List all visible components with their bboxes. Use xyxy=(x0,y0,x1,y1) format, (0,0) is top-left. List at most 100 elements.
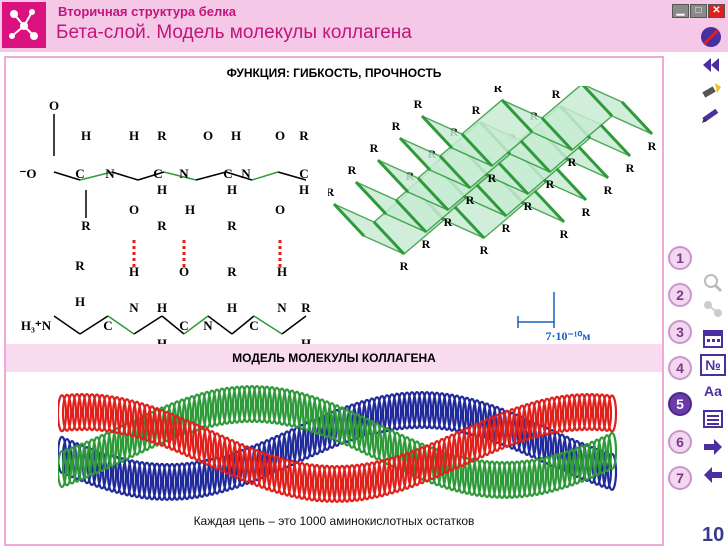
coil-loop xyxy=(606,394,618,433)
atom-label: O xyxy=(275,128,285,143)
atom-label: O xyxy=(203,128,213,143)
coil-loop xyxy=(236,385,248,424)
coil-loop xyxy=(241,445,253,484)
coil-loop xyxy=(586,392,598,432)
hydrogen-bond-dot xyxy=(132,246,136,249)
coil-loop xyxy=(356,463,368,502)
coil-loop xyxy=(536,424,548,463)
coil-loop xyxy=(276,387,288,426)
coil-loop xyxy=(186,395,198,434)
arrow-left-icon[interactable] xyxy=(700,464,726,486)
r-group-label: R xyxy=(370,141,379,155)
nav-button-2[interactable]: 2 xyxy=(668,283,692,307)
arrow-right-icon[interactable] xyxy=(700,436,726,458)
coil-loop xyxy=(91,436,103,475)
coil-loop xyxy=(166,412,178,451)
coil-loop xyxy=(81,440,93,479)
chem-bond xyxy=(195,171,227,181)
nav-button-6[interactable]: 6 xyxy=(668,430,692,454)
r-group-label: R xyxy=(422,237,431,251)
coil-loop xyxy=(471,422,483,461)
coil-loop xyxy=(186,461,198,500)
spacing-label: 7·10⁻¹⁰м xyxy=(546,329,591,343)
beta-sheet-diagram: RRRRRRRRRRRRRRRRRRRRRRRRRRRRRR7·10⁻¹⁰м xyxy=(328,86,657,343)
hydrogen-bond-dot xyxy=(182,258,186,261)
coil-loop xyxy=(341,408,353,447)
hydrogen-bond-dot xyxy=(132,240,136,243)
app-title: Вторичная структура белка xyxy=(58,4,237,19)
coil-loop xyxy=(231,385,243,424)
number-icon[interactable]: № xyxy=(700,354,726,376)
close-button[interactable]: ✕ xyxy=(708,4,725,18)
h3n-label: H₃⁺N xyxy=(21,318,52,333)
strand-segment xyxy=(540,116,574,152)
coil-loop xyxy=(311,463,323,503)
chem-bond xyxy=(183,315,209,335)
coil-loop xyxy=(436,437,448,477)
nav-button-1[interactable]: 1 xyxy=(668,246,692,270)
pencil-icon[interactable] xyxy=(696,104,726,126)
coil-loop xyxy=(206,389,218,428)
coil-loop xyxy=(171,414,183,453)
coil-loop xyxy=(66,393,78,432)
coil-loop xyxy=(231,440,243,480)
coil-loop xyxy=(446,393,458,432)
hydrogen-bond-dot xyxy=(278,252,282,255)
no-entry-icon[interactable] xyxy=(696,24,726,50)
coil-loop xyxy=(266,386,278,425)
list-icon[interactable] xyxy=(700,408,726,430)
coil-loop xyxy=(306,463,318,502)
coil-loop xyxy=(496,460,508,500)
coil-loop xyxy=(281,458,293,497)
chem-bond xyxy=(107,315,135,335)
coil-loop xyxy=(496,411,508,451)
coil-loop xyxy=(556,451,568,490)
zoom-icon[interactable] xyxy=(700,272,726,294)
coil-loop xyxy=(126,459,138,498)
coil-loop xyxy=(306,394,318,434)
atom-label: R xyxy=(157,128,167,143)
coil-loop xyxy=(516,460,528,499)
strand-segment xyxy=(518,138,552,174)
coil-loop xyxy=(411,448,423,487)
coil-loop xyxy=(166,462,178,502)
coil-loop xyxy=(381,457,393,497)
coil-loop xyxy=(58,449,68,489)
text-icon[interactable]: Aa xyxy=(704,383,722,399)
r-group-label: R xyxy=(400,259,409,273)
coil-loop xyxy=(561,450,573,489)
coil-loop xyxy=(501,460,513,500)
coil-loop xyxy=(586,440,598,479)
coil-loop xyxy=(431,391,443,430)
coil-loop xyxy=(541,455,553,494)
r-group-label: R xyxy=(626,161,635,175)
nav-button-4[interactable]: 4 xyxy=(668,356,692,380)
coil-loop xyxy=(581,392,593,432)
coil-loop xyxy=(106,429,118,468)
strand-segment xyxy=(420,114,454,150)
title-bar: Вторичная структура белка Бета-слой. Мод… xyxy=(0,0,728,52)
coil-loop xyxy=(111,427,123,466)
chem-bond xyxy=(137,171,165,181)
nav-button-3[interactable]: 3 xyxy=(668,320,692,344)
coil-loop xyxy=(221,436,233,475)
nav-button-5[interactable]: 5 xyxy=(668,392,692,416)
atom-label: H xyxy=(299,182,309,197)
coil-loop xyxy=(181,418,193,458)
rewind-icon[interactable] xyxy=(696,54,726,76)
r-group-label: R xyxy=(502,221,511,235)
coil-loop xyxy=(516,404,528,443)
r-group-label: R xyxy=(568,155,577,169)
molecule-icon[interactable] xyxy=(700,298,726,320)
calendar-icon[interactable] xyxy=(700,328,726,350)
flashlight-icon[interactable] xyxy=(696,80,726,102)
coil-loop xyxy=(91,393,103,432)
minimize-button[interactable]: ▁ xyxy=(672,4,689,18)
r-group-label: R xyxy=(494,86,503,95)
collagen-chain xyxy=(58,392,618,504)
hydrogen-bond-dot xyxy=(278,264,282,267)
coil-loop xyxy=(321,400,333,439)
coil-loop xyxy=(386,456,398,495)
nav-button-7[interactable]: 7 xyxy=(668,466,692,490)
maximize-button[interactable]: □ xyxy=(690,4,707,18)
